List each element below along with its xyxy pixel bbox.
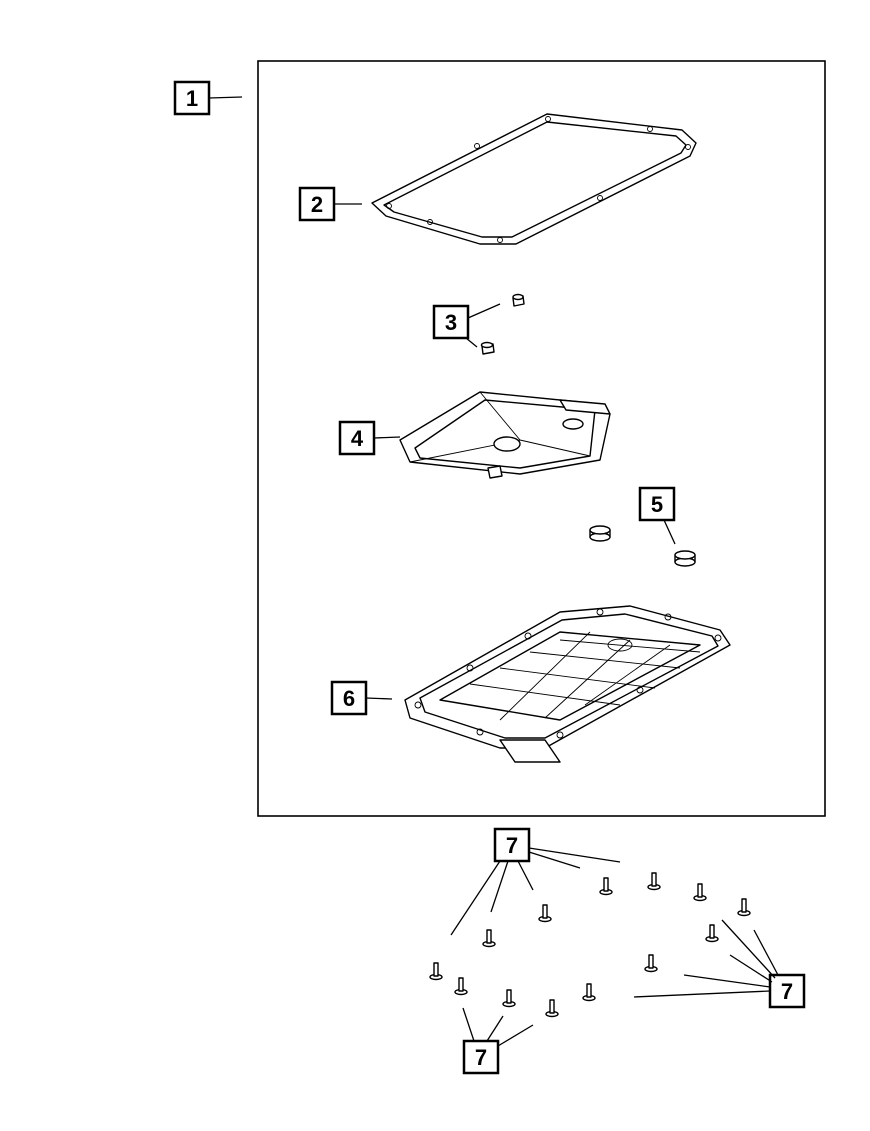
bolt-icon (599, 877, 613, 896)
callout-7-right[interactable]: 7 (633, 919, 806, 1009)
bolt-icon (582, 983, 596, 1002)
callout-4[interactable]: 4 (338, 420, 401, 456)
bolt-icon (482, 929, 496, 948)
kit-frame (257, 60, 826, 817)
callout-7-top[interactable]: 7 (450, 827, 621, 936)
callout-7-top-label: 7 (506, 833, 518, 858)
callout-7-bottom[interactable]: 7 (462, 1007, 534, 1075)
callout-6[interactable]: 6 (330, 680, 393, 716)
bolt-icon (644, 954, 658, 973)
oil-pan-icon (404, 605, 731, 763)
callout-2[interactable]: 2 (298, 186, 362, 222)
callout-5[interactable]: 5 (638, 486, 676, 545)
callout-4-label: 4 (351, 426, 364, 451)
callout-3-label: 3 (445, 310, 457, 335)
callout-7-right-label: 7 (781, 979, 793, 1004)
bolt-icon (502, 989, 516, 1008)
callout-5-label: 5 (651, 492, 663, 517)
bolt-icon (647, 872, 661, 891)
plug-icon (480, 293, 525, 355)
gasket-icon (371, 113, 697, 245)
bolt-icon (545, 999, 559, 1018)
bolt-icon (737, 898, 751, 917)
bolt-group (429, 872, 751, 1018)
callout-1-label: 1 (186, 86, 198, 111)
bolt-icon (454, 977, 468, 996)
filter-icon (399, 391, 611, 479)
callout-2-label: 2 (311, 192, 323, 217)
bolt-icon (538, 904, 552, 923)
callout-3[interactable]: 3 (432, 303, 501, 348)
callout-1[interactable]: 1 (173, 80, 243, 116)
bolt-icon (693, 883, 707, 902)
callout-6-label: 6 (343, 686, 355, 711)
magnet-icon (589, 525, 696, 567)
bolt-icon (705, 924, 719, 943)
bolt-icon (429, 962, 443, 981)
callout-7-bottom-label: 7 (475, 1045, 487, 1070)
